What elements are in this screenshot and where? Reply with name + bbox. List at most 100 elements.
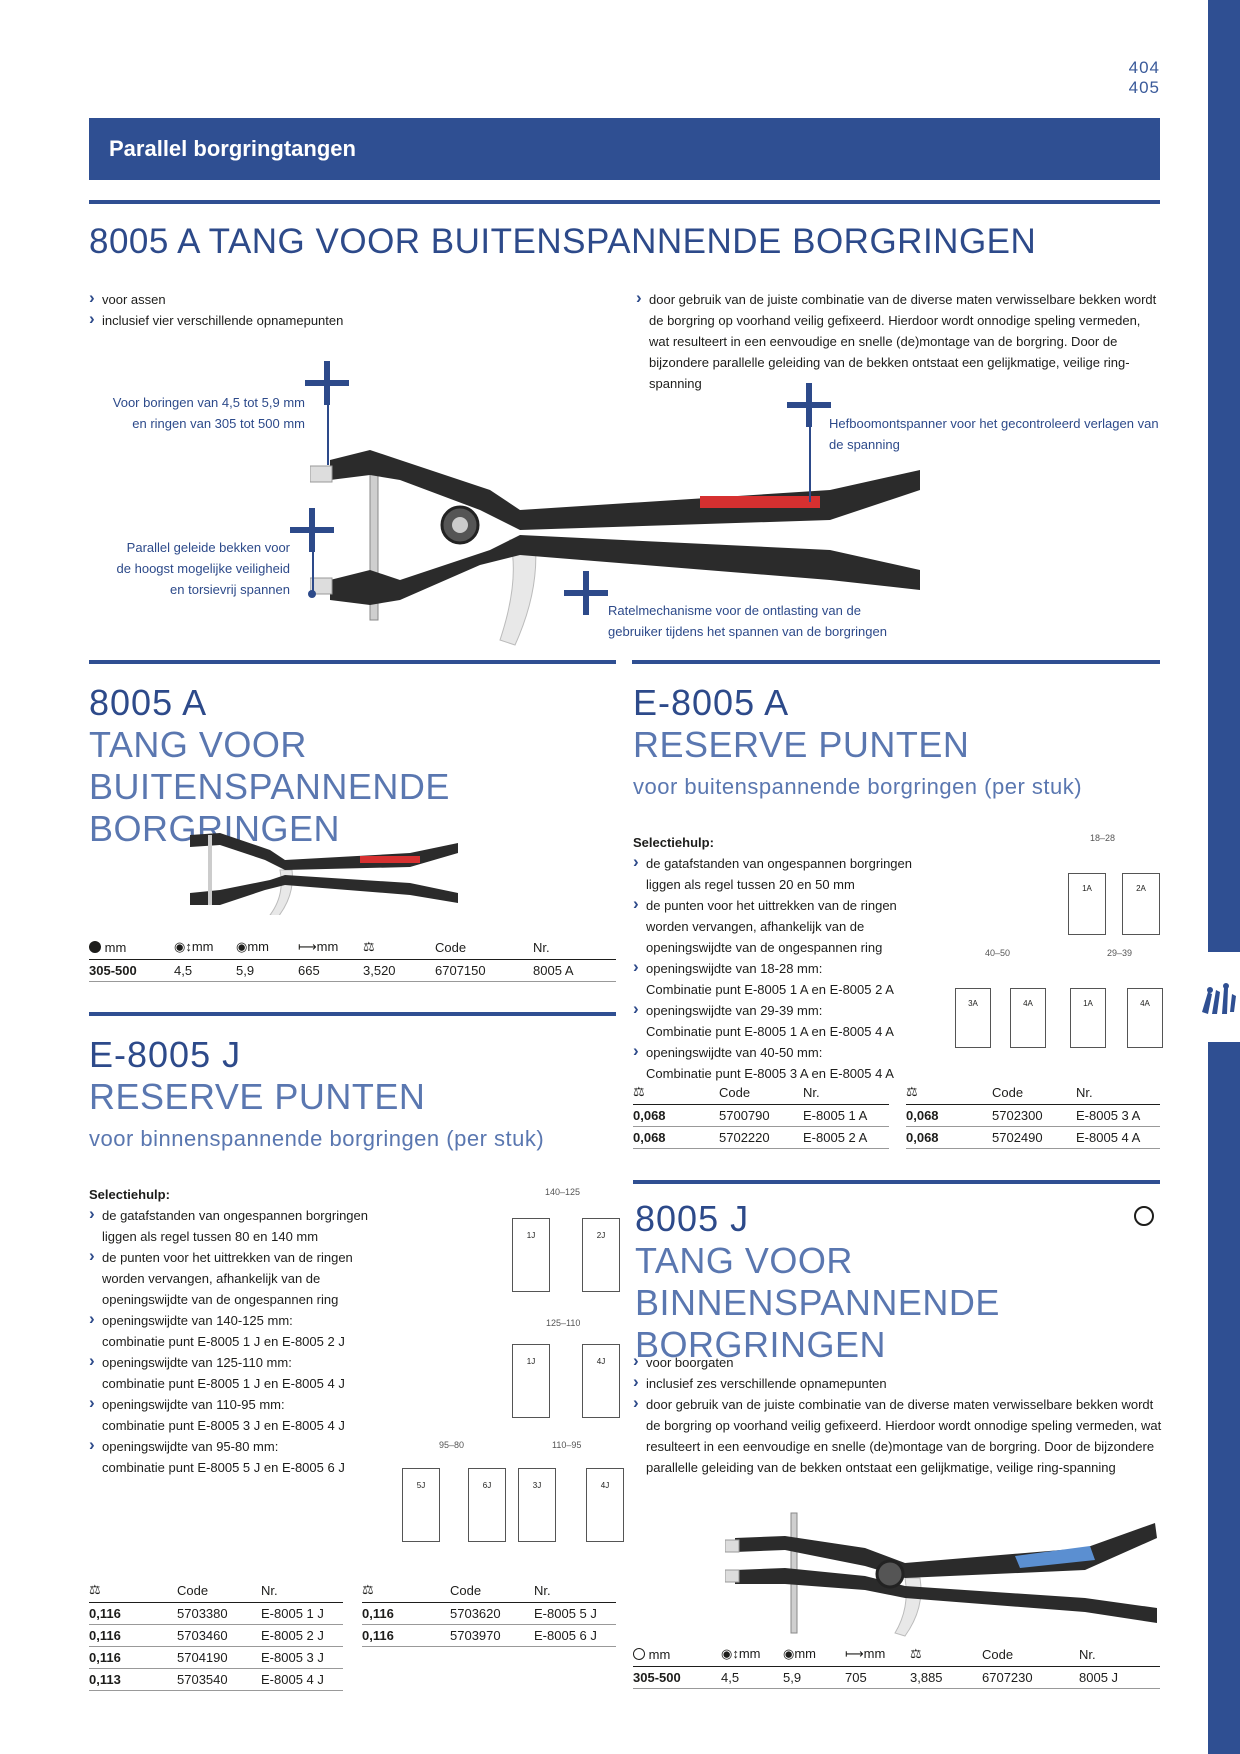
section-banner: Parallel borgringtangen <box>89 118 1160 180</box>
list-item: de punten voor het uittrekken van de rin… <box>633 893 933 958</box>
tip-diagram: 4A <box>1127 988 1163 1048</box>
page-number-right: 405 <box>1128 78 1160 97</box>
list-item: de punten voor het uittrekken van de rin… <box>89 1245 389 1310</box>
tip-diagram: 1J <box>512 1344 550 1418</box>
product-8005a: 8005 A TANG VOOR BUITENSPANNENDE BORGRIN… <box>89 682 629 850</box>
tip-diagram: 4J <box>586 1468 624 1542</box>
plus-marker <box>787 383 831 427</box>
product-code: 8005 A <box>89 682 208 723</box>
list-subitem: Combinatie punt E-8005 1 A en E-8005 2 A <box>646 982 894 997</box>
side-tab <box>1208 0 1240 1754</box>
tip-diagram: 1A <box>1070 988 1106 1048</box>
weight-icon: ⚖ <box>910 1646 922 1661</box>
page-number-left: 404 <box>1128 58 1160 77</box>
side-tab-notch <box>1198 952 1240 1042</box>
main-title: 8005 A TANG VOOR BUITENSPANNENDE BORGRIN… <box>89 222 1037 261</box>
dim-label: 18–28 <box>1090 833 1116 843</box>
product-e8005a: E-8005 A RESERVE PUNTEN voor buitenspann… <box>633 682 1173 800</box>
callout-ratchet: Ratelmechanisme voor de ontlasting van d… <box>608 603 887 639</box>
col-ring-diameter: mm <box>89 937 174 960</box>
col-weight: ⚖ <box>910 1644 982 1667</box>
plus-marker <box>564 571 608 615</box>
tip-diagram: 5J <box>402 1468 440 1542</box>
list-item: openingswijdte van 29-39 mm: <box>633 998 933 1021</box>
product-title-line1: TANG VOOR BINNENSPANNENDE <box>635 1240 1000 1323</box>
list-item: openingswijdte van 18-28 mm: <box>633 956 933 979</box>
intro-right-list: door gebruik van de juiste combinatie va… <box>636 287 1164 394</box>
product-title: RESERVE PUNTEN <box>89 1076 426 1117</box>
tip-diagram: 2J <box>582 1218 620 1292</box>
col-weight: ⚖ <box>906 1082 992 1105</box>
dim-label: 125–110 <box>546 1318 581 1328</box>
tip-diagram: 3A <box>955 988 991 1048</box>
list-item: door gebruik van de juiste combinatie va… <box>633 1392 1163 1478</box>
section-rule <box>632 660 1160 664</box>
table-row: 305-500 4,5 5,9 665 3,520 6707150 8005 A <box>89 959 616 982</box>
dim-label: 40–50 <box>985 948 1011 958</box>
spec-table-8005j: mm ◉↕mm ◉mm ⟼mm ⚖ Code Nr. 305-500 4,5 5… <box>633 1644 1160 1689</box>
col-bore-min: ◉↕mm <box>721 1644 783 1667</box>
col-weight: ⚖ <box>633 1082 719 1105</box>
selection-help-header: Selectiehulp: <box>633 835 714 850</box>
list-subitem: combinatie punt E-8005 1 J en E-8005 4 J <box>102 1376 345 1391</box>
section-rule <box>89 1012 616 1016</box>
hero-pliers-illustration <box>310 450 920 646</box>
callout-lever: Hefboomontspanner voor het gecontroleerd… <box>829 416 1159 452</box>
list-subitem: combinatie punt E-8005 1 J en E-8005 2 J <box>102 1334 345 1349</box>
product-subtitle: voor binnenspannende borgringen (per stu… <box>89 1126 545 1151</box>
list-item: inclusief zes verschillende opnamepunten <box>633 1371 1163 1394</box>
product-code: E-8005 J <box>89 1034 242 1075</box>
list-item: de gatafstanden van ongespannen borgring… <box>633 851 933 895</box>
selection-help-e8005a: Selectiehulp: de gatafstanden van ongesp… <box>633 832 933 1084</box>
pliers-category-icon <box>1202 983 1236 1014</box>
bore-min-icon: ◉↕ <box>174 939 192 954</box>
bullets-8005j: voor boorgaten inclusief zes verschillen… <box>633 1350 1163 1478</box>
bore-max-icon: ◉ <box>236 939 248 954</box>
tip-diagram: 6J <box>468 1468 506 1542</box>
plus-marker <box>305 361 349 405</box>
weight-icon: ⚖ <box>89 1582 101 1597</box>
col-code: Code <box>982 1644 1079 1667</box>
col-weight: ⚖ <box>89 1580 177 1603</box>
product-code: 8005 J <box>635 1198 750 1239</box>
dim-label: 29–39 <box>1107 948 1133 958</box>
callout-line <box>327 405 329 465</box>
list-subitem: Combinatie punt E-8005 1 A en E-8005 4 A <box>646 1024 894 1039</box>
col-nr: Nr. <box>1079 1644 1160 1667</box>
open-ring-icon <box>633 1647 645 1660</box>
weight-icon: ⚖ <box>906 1084 918 1099</box>
list-subitem: Combinatie punt E-8005 3 A en E-8005 4 A <box>646 1066 894 1081</box>
callout-jaws: Parallel geleide bekken voor de hoogst m… <box>116 540 290 597</box>
tip-diagram: 4J <box>582 1344 620 1418</box>
tip-diagram: 2A <box>1122 873 1160 935</box>
dim-label: 110–95 <box>552 1440 582 1450</box>
col-ring-diameter: mm <box>633 1644 721 1667</box>
list-item: voor assen <box>89 287 539 310</box>
product-code: E-8005 A <box>633 682 790 723</box>
title-rule <box>89 200 1160 204</box>
callout-dot <box>308 590 316 598</box>
callout-line <box>312 552 314 592</box>
intro-left-list: voor assen inclusief vier verschillende … <box>89 287 539 331</box>
product-image-8005j <box>725 1512 1157 1637</box>
weight-icon: ⚖ <box>362 1582 374 1597</box>
col-code: Code <box>435 937 533 960</box>
bore-min-icon: ◉↕ <box>721 1646 739 1661</box>
page-numbers: 404 405 <box>1129 58 1160 98</box>
plus-marker <box>290 508 334 552</box>
selection-help-e8005j: Selectiehulp: de gatafstanden van ongesp… <box>89 1184 389 1478</box>
product-e8005j: E-8005 J RESERVE PUNTEN voor binnenspann… <box>89 1034 629 1152</box>
list-item: door gebruik van de juiste combinatie va… <box>636 287 1164 394</box>
filled-ring-icon <box>89 940 101 953</box>
callout-bores: Voor boringen van 4,5 tot 5,9 mm en ring… <box>112 395 305 431</box>
